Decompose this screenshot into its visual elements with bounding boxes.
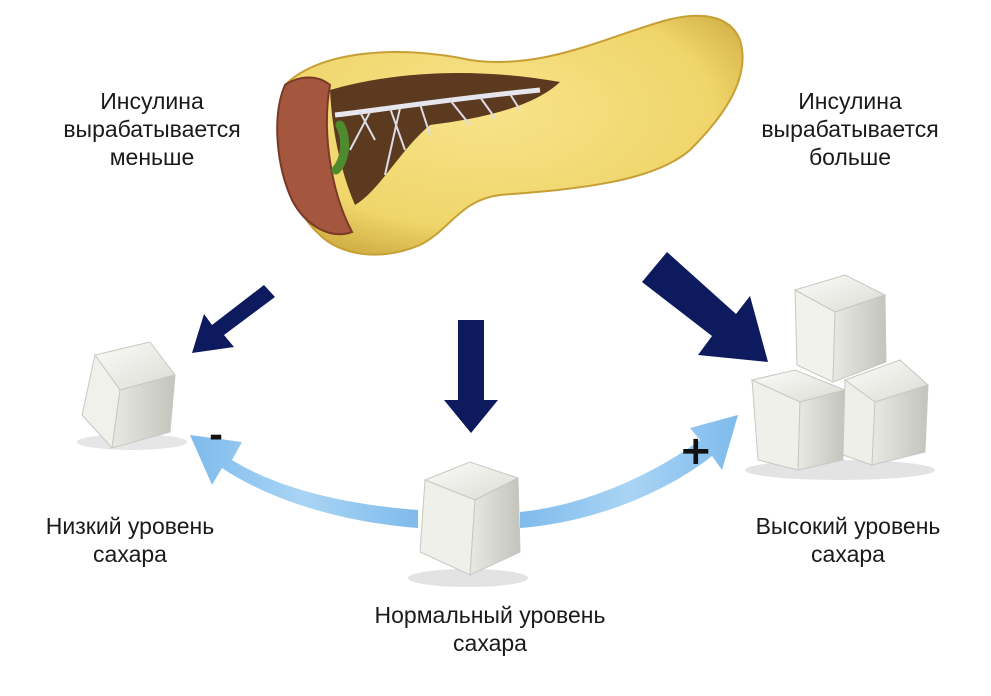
label-normal-sugar: Нормальный уровень сахара [340, 601, 640, 657]
label-low-sugar: Низкий уровень сахара [10, 512, 250, 568]
label-insulin-less-line1: Инсулина [100, 88, 204, 114]
label-high-sugar-line2: сахара [811, 541, 885, 567]
label-insulin-more: Инсулина вырабатывается больше [735, 87, 965, 171]
arrow-to-normal [444, 320, 498, 433]
label-insulin-more-line3: больше [808, 144, 892, 170]
label-high-sugar-line1: Высокий уровень [755, 513, 941, 539]
sugar-cube-normal [408, 461, 528, 587]
arrow-to-low [192, 285, 275, 353]
label-insulin-more-line2: вырабатывается [761, 116, 939, 142]
sugar-level-arcs [190, 415, 738, 528]
bile-duct [331, 120, 350, 175]
duodenum [276, 76, 354, 236]
insulin-arrows [192, 252, 768, 433]
label-low-sugar-line2: сахара [93, 541, 167, 567]
label-normal-sugar-line1: Нормальный уровень [374, 602, 606, 628]
label-insulin-less-line2: вырабатывается [63, 116, 241, 142]
pancreatic-duct [334, 87, 541, 118]
label-insulin-more-line1: Инсулина [798, 88, 902, 114]
arc-to-low [190, 435, 418, 528]
arc-to-high [520, 415, 738, 528]
pancreas-body [280, 14, 744, 256]
arrow-to-high [642, 252, 768, 362]
label-low-sugar-line1: Низкий уровень [45, 513, 215, 539]
label-insulin-less-line3: меньше [109, 144, 195, 170]
pancreas-illustration [276, 14, 744, 256]
minus-sign: - [209, 416, 224, 456]
label-normal-sugar-line2: сахара [453, 630, 527, 656]
label-high-sugar: Высокий уровень сахара [718, 512, 978, 568]
plus-sign: + [679, 428, 713, 474]
sugar-cube-low [77, 341, 187, 450]
sugar-cubes-high [745, 274, 935, 480]
label-insulin-less: Инсулина вырабатывается меньше [52, 87, 252, 171]
